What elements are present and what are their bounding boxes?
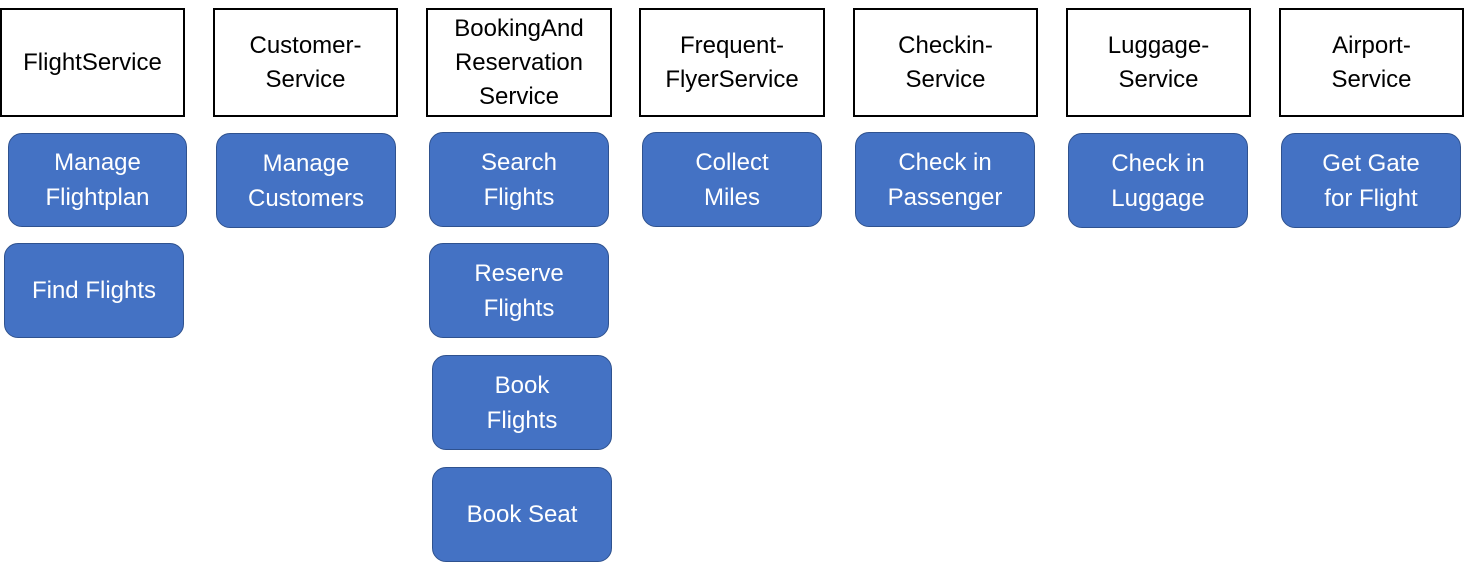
service-header-customer: Customer- Service	[213, 8, 398, 117]
service-header-frequent-flyer: Frequent- FlyerService	[639, 8, 825, 117]
service-header-flight: FlightService	[0, 8, 185, 117]
task-collect-miles[interactable]: Collect Miles	[642, 132, 822, 227]
task-search-flights[interactable]: Search Flights	[429, 132, 609, 227]
task-find-flights[interactable]: Find Flights	[4, 243, 184, 338]
task-check-in-luggage[interactable]: Check in Luggage	[1068, 133, 1248, 228]
task-manage-customers[interactable]: Manage Customers	[216, 133, 396, 228]
task-book-flights[interactable]: Book Flights	[432, 355, 612, 450]
task-reserve-flights[interactable]: Reserve Flights	[429, 243, 609, 338]
task-manage-flightplan[interactable]: Manage Flightplan	[8, 133, 187, 227]
service-header-booking-reservation: BookingAnd Reservation Service	[426, 8, 612, 117]
task-check-in-passenger[interactable]: Check in Passenger	[855, 132, 1035, 227]
task-book-seat[interactable]: Book Seat	[432, 467, 612, 562]
service-header-airport: Airport- Service	[1279, 8, 1464, 117]
service-header-luggage: Luggage- Service	[1066, 8, 1251, 117]
service-header-checkin: Checkin- Service	[853, 8, 1038, 117]
task-get-gate-for-flight[interactable]: Get Gate for Flight	[1281, 133, 1461, 228]
